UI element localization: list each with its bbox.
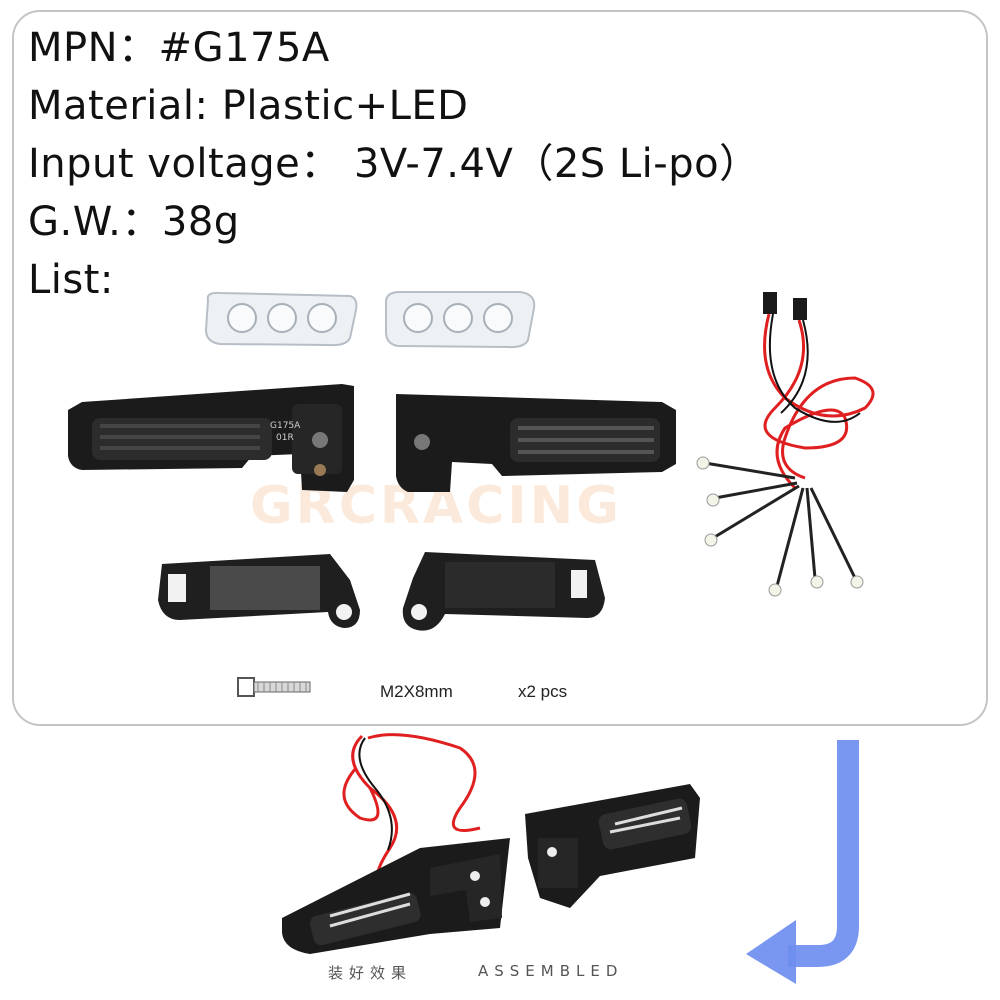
assembled-image <box>282 733 700 954</box>
screw-size-label: M2X8mm <box>380 682 453 701</box>
weight-label: G.W.：38g <box>28 199 240 245</box>
mpn-label: MPN：#G175A <box>28 25 330 71</box>
assembled-arrow-icon <box>746 740 859 984</box>
list-label: List: <box>28 257 114 303</box>
caption-assembled: ASSEMBLED <box>478 962 624 980</box>
caption-chinese: 装好效果 <box>328 964 413 982</box>
part-marking-line1: G175A <box>270 421 301 431</box>
part-marking-line2: 01R <box>276 433 294 443</box>
bracket-left-image <box>158 554 360 628</box>
screw-image <box>237 677 311 697</box>
housing-right-image <box>396 394 676 492</box>
housing-left-image: G175A 01R <box>68 384 354 492</box>
material-label: Material: Plastic+LED <box>28 83 469 129</box>
lens-right-image <box>385 291 536 349</box>
led-wire-harness-image <box>696 292 875 597</box>
lens-left-image <box>204 291 358 347</box>
voltage-label: Input voltage： 3V-7.4V（2S Li-po） <box>28 141 760 187</box>
screw-qty-label: x2 pcs <box>518 682 568 701</box>
bracket-right-image <box>402 552 605 631</box>
